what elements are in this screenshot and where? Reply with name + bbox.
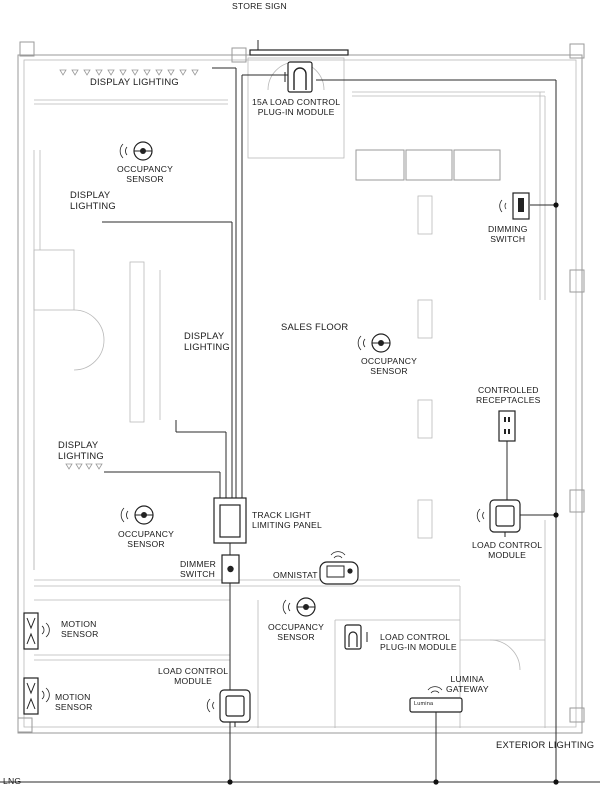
dimming-switch-icon: [499, 192, 530, 220]
occupancy-sensor-icon: [357, 333, 391, 353]
display-lighting-label: DISPLAY LIGHTING: [90, 76, 179, 87]
load-control-module-icon: [206, 689, 251, 727]
sales-floor-label: SALES FLOOR: [281, 321, 349, 332]
occupancy-sensor-icon: [120, 505, 154, 525]
dimmer-switch-icon: [221, 554, 240, 584]
store-sign-fixture: [249, 49, 349, 56]
gateway-device-text: Lumina: [414, 701, 434, 707]
receptacle-icon: [498, 410, 516, 442]
plug-in-module-icon: [344, 624, 368, 650]
occupancy-sensor-icon: [119, 141, 153, 161]
load-control-module-icon: [476, 499, 521, 537]
lng-label: LNG: [3, 776, 22, 786]
omnistat-label: OMNISTAT: [273, 570, 318, 580]
motion-sensor-icon: [23, 677, 50, 715]
lumina-gateway-icon: [409, 686, 463, 713]
exterior-lighting-label: EXTERIOR LIGHTING: [496, 739, 595, 750]
building-walls: [17, 41, 585, 734]
occupancy-sensor-icon: [282, 597, 316, 617]
motion-sensor-icon: [23, 612, 50, 650]
plug-in-module-icon: [284, 61, 313, 93]
store-sign-label: STORE SIGN: [232, 1, 287, 11]
omnistat-thermostat-icon: [319, 551, 359, 585]
track-light-panel-icon: [213, 497, 247, 544]
